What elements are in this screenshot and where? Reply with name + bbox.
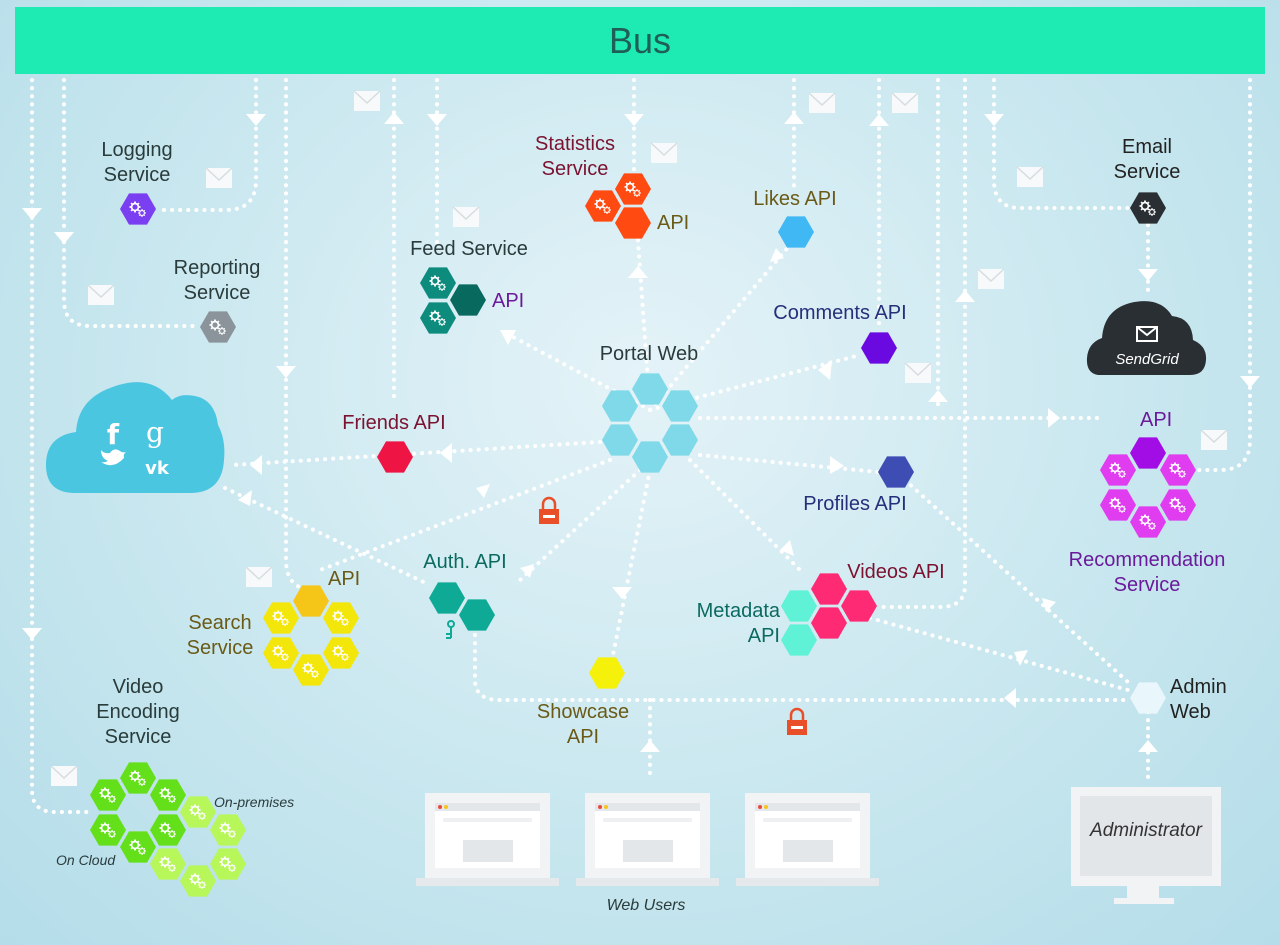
feed-service-label: Feed Service <box>410 238 528 260</box>
profiles-api-node <box>878 456 914 488</box>
facebook-icon: f <box>107 418 120 451</box>
envelope-icon <box>452 206 480 228</box>
envelope-icon <box>87 284 115 306</box>
comments-api-node <box>861 332 897 364</box>
envelope-icon <box>50 765 78 787</box>
connection-lines <box>30 78 1252 814</box>
on-premises-label: On-premises <box>214 794 295 810</box>
google-icon: g <box>146 416 164 449</box>
auth-api-node <box>459 599 495 631</box>
portal-web-node <box>632 373 668 405</box>
laptop-icon <box>416 793 559 886</box>
portal-web-node <box>632 441 668 473</box>
videos-api-node <box>841 590 877 622</box>
key-icon <box>446 620 455 639</box>
feed-api-node <box>450 284 486 316</box>
videos-api-node <box>811 607 847 639</box>
envelope-icon <box>808 92 836 114</box>
search-api-node <box>293 585 329 617</box>
metadata-api-node <box>781 624 817 656</box>
sendgrid-label: SendGrid <box>1115 351 1179 368</box>
likes-api-label: Likes API <box>753 188 837 210</box>
portal-web-label: Portal Web <box>599 343 699 365</box>
recommendation-api-node <box>1130 437 1166 469</box>
profiles-api-label: Profiles API <box>803 493 907 515</box>
statistics-api-node <box>615 207 651 239</box>
metadata-api-node <box>781 590 817 622</box>
auth-api-label: Auth. API <box>423 551 507 573</box>
likes-api-node <box>778 216 814 248</box>
sendgrid-cloud <box>1086 301 1207 375</box>
portal-web-node <box>662 390 698 422</box>
statistics-api-label: API <box>657 212 690 234</box>
lock-icon <box>787 707 807 735</box>
envelope-icon <box>1136 326 1158 342</box>
search-api-label: API <box>328 568 361 590</box>
message-bus: Bus <box>15 7 1265 74</box>
feed-api-label: API <box>492 290 525 312</box>
envelope-icon <box>1016 166 1044 188</box>
vk-icon: vk <box>145 458 170 479</box>
auth-api-node <box>429 582 465 614</box>
laptop-icon <box>576 793 719 886</box>
envelope-icon <box>1200 429 1228 451</box>
recommendation-api-label: API <box>1140 409 1173 431</box>
videos-api-node <box>811 573 847 605</box>
envelope-icon <box>891 92 919 114</box>
portal-web-node <box>662 424 698 456</box>
envelope-icon <box>650 142 678 164</box>
arrow-icons <box>22 112 1260 752</box>
envelope-icon <box>245 566 273 588</box>
lock-icon <box>539 496 559 524</box>
administrator-label: Administrator <box>1090 820 1202 841</box>
envelope-icon <box>977 268 1005 290</box>
laptop-icon <box>736 793 879 886</box>
friends-api-label: Friends API <box>342 412 446 434</box>
friends-api-node <box>377 441 413 473</box>
social-login-cloud: f g vk <box>45 382 225 493</box>
comments-api-label: Comments API <box>773 302 907 324</box>
envelope-icon <box>904 362 932 384</box>
portal-web-node <box>602 390 638 422</box>
admin-web-node <box>1130 682 1166 714</box>
bus-label: Bus <box>608 19 672 61</box>
monitor-icon <box>1071 787 1221 904</box>
portal-web-node <box>602 424 638 456</box>
envelope-icon <box>205 167 233 189</box>
web-users-label: Web Users <box>606 897 686 914</box>
twitter-icon <box>101 449 126 466</box>
on-cloud-label: On Cloud <box>56 852 116 868</box>
videos-api-label: Videos API <box>847 561 945 583</box>
envelope-icon <box>353 90 381 112</box>
showcase-api-node <box>589 657 625 689</box>
